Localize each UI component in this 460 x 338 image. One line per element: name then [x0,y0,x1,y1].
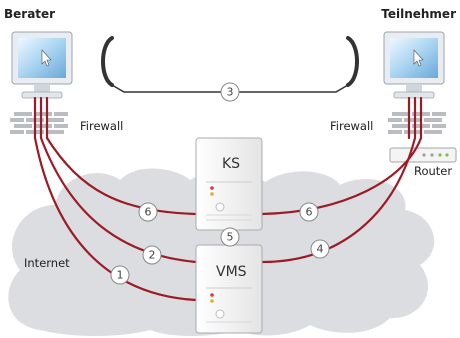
marker-5-label: 5 [227,231,234,244]
cursor-icon [413,49,424,67]
marker-2: 2 [142,245,162,265]
marker-4-label: 4 [317,243,324,256]
router-label: Router [414,164,452,178]
participant-title: Teilnehmer [381,7,456,21]
marker-6-left: 6 [138,202,158,222]
link-1-line [33,136,198,302]
marker-4: 4 [310,239,330,259]
marker-3-label: 3 [227,86,234,99]
left-firewall-label: Firewall [80,119,123,133]
vms-server-label: VMS [216,264,247,280]
right-firewall-label: Firewall [330,119,373,133]
link-4-line [260,136,417,264]
router-icon [389,147,457,163]
right-firewall-icon [388,112,446,134]
vms-server [195,244,263,334]
link-6-left-line [45,136,198,216]
marker-1: 1 [110,265,130,285]
link-2-line [39,136,198,264]
marker-2-label: 2 [149,249,156,262]
ks-server [195,137,263,231]
participant-computer [383,31,445,99]
marker-3: 3 [220,82,240,102]
marker-6-right: 6 [299,202,319,222]
link-6-right-line [260,136,423,216]
cursor-icon [41,49,52,67]
advisor-computer [11,31,73,99]
ks-server-label: KS [222,156,240,172]
right-handset-icon [346,36,359,87]
cable-bundle [33,96,423,302]
marker-6-left-label: 6 [145,206,152,219]
advisor-title: Berater [4,7,55,21]
left-handset-icon [101,36,114,87]
marker-1-label: 1 [117,269,124,282]
marker-6-right-label: 6 [306,206,313,219]
internet-label: Internet [24,256,70,270]
marker-5: 5 [220,227,240,247]
left-firewall-icon [10,112,68,134]
